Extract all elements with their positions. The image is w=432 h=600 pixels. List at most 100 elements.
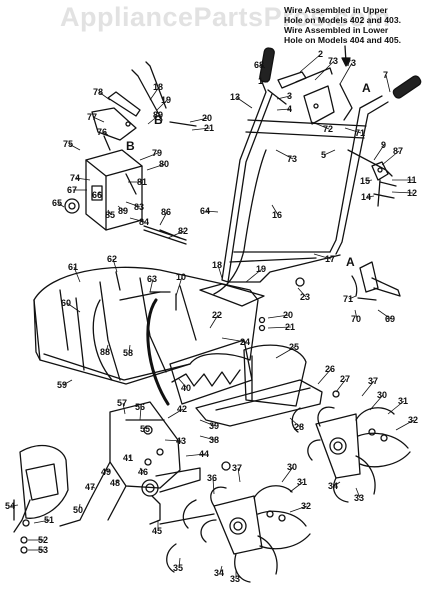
callout-leader-19 bbox=[245, 268, 263, 283]
callout-label-73: 73 bbox=[328, 56, 338, 66]
callout-label-44: 44 bbox=[199, 449, 209, 459]
callout-label-30: 30 bbox=[287, 462, 297, 472]
callout-label-11: 11 bbox=[407, 175, 417, 185]
watermark: AppliancePartsPros.com bbox=[60, 2, 391, 32]
callout-leader-86 bbox=[159, 211, 168, 226]
callout-leader-84 bbox=[129, 217, 146, 223]
detail-label-b-main: B bbox=[154, 113, 163, 127]
callout-label-30: 30 bbox=[377, 390, 387, 400]
detail-a-spring-bracket bbox=[351, 261, 401, 301]
callout-label-12: 12 bbox=[407, 188, 417, 198]
callout-leader-58 bbox=[128, 344, 131, 354]
callout-label-27: 27 bbox=[340, 374, 350, 384]
callout-label-74: 74 bbox=[70, 173, 80, 183]
control-lever bbox=[277, 67, 353, 125]
callout-leader-18 bbox=[217, 264, 223, 279]
callout-leader-42 bbox=[167, 408, 184, 419]
callout-label-56: 56 bbox=[135, 402, 145, 412]
left-tine-assembly bbox=[159, 485, 311, 583]
callout-leader-26 bbox=[317, 368, 332, 385]
callout-leader-35 bbox=[178, 557, 181, 569]
callout-leader-30 bbox=[281, 466, 294, 483]
callout-label-55: 55 bbox=[140, 424, 150, 434]
callout-leader-50 bbox=[78, 503, 81, 511]
callout-leader-37 bbox=[361, 380, 375, 397]
callout-label-17: 17 bbox=[325, 254, 335, 264]
tine-shield bbox=[33, 266, 259, 385]
callout-leader-20 bbox=[189, 117, 209, 123]
callout-leader-47 bbox=[90, 486, 96, 489]
callout-label-10: 10 bbox=[176, 272, 186, 282]
callout-label-19: 19 bbox=[256, 264, 266, 274]
callout-leader-73 bbox=[339, 62, 353, 85]
callout-leader-44 bbox=[185, 453, 206, 457]
callout-label-63: 63 bbox=[147, 274, 157, 284]
tine-shaft bbox=[149, 495, 161, 525]
callout-label-15: 15 bbox=[360, 176, 370, 186]
depth-bar bbox=[92, 298, 170, 406]
callout-label-73: 73 bbox=[346, 58, 356, 68]
callout-leader-31 bbox=[387, 400, 405, 415]
callout-label-20: 20 bbox=[283, 310, 293, 320]
fasteners bbox=[115, 181, 397, 471]
callout-leader-31 bbox=[289, 481, 304, 493]
callout-leader-18 bbox=[149, 86, 160, 101]
callout-leader-32 bbox=[289, 505, 308, 513]
callout-label-86: 86 bbox=[161, 207, 171, 217]
callout-leader-32 bbox=[395, 419, 415, 431]
callout-label-89: 89 bbox=[153, 110, 163, 120]
callout-leader-33 bbox=[355, 487, 361, 499]
callout-label-48: 48 bbox=[110, 478, 120, 488]
callout-label-79: 79 bbox=[152, 148, 162, 158]
callout-label-34: 34 bbox=[214, 568, 224, 578]
callout-leader-13 bbox=[235, 96, 253, 109]
callout-label-31: 31 bbox=[398, 396, 408, 406]
note-line-4: Hole on Models 404 and 405. bbox=[284, 35, 402, 45]
right-tine-assembly bbox=[291, 406, 411, 503]
side-shield bbox=[243, 344, 307, 407]
callout-leader-89 bbox=[147, 114, 160, 125]
callout-leader-21 bbox=[191, 127, 211, 131]
callout-label-67: 67 bbox=[67, 185, 77, 195]
callout-label-1: 1 bbox=[258, 76, 263, 86]
callout-leader-49 bbox=[106, 469, 111, 473]
callout-label-70: 70 bbox=[351, 314, 361, 324]
callout-leader-63 bbox=[149, 278, 154, 293]
handle-grip-right bbox=[392, 75, 422, 99]
callout-label-68: 68 bbox=[254, 60, 264, 70]
callout-label-18: 18 bbox=[153, 82, 163, 92]
clutch-bracket bbox=[371, 161, 389, 207]
callout-label-83: 83 bbox=[134, 202, 144, 212]
callout-leader-2 bbox=[299, 53, 322, 73]
callout-leader-3 bbox=[276, 95, 291, 100]
callout-leader-73 bbox=[275, 149, 294, 160]
callout-leader-43 bbox=[164, 439, 183, 442]
callout-label-24: 24 bbox=[240, 337, 250, 347]
callout-label-21: 21 bbox=[285, 322, 295, 332]
callout-leader-78 bbox=[98, 91, 111, 101]
callout-label-34: 34 bbox=[328, 481, 338, 491]
callout-label-21: 21 bbox=[204, 123, 214, 133]
callout-leader-21 bbox=[267, 326, 292, 329]
note-line-2: Hole on Models 402 and 403. bbox=[284, 15, 402, 25]
callout-leader-71 bbox=[348, 295, 357, 300]
callout-label-4: 4 bbox=[287, 104, 292, 114]
callout-label-84: 84 bbox=[139, 217, 149, 227]
callout-leader-51 bbox=[33, 519, 51, 524]
callout-leader-24 bbox=[221, 337, 247, 343]
handle-assembly bbox=[199, 81, 389, 307]
callout-leader-79 bbox=[139, 152, 159, 161]
callout-label-71: 71 bbox=[343, 294, 353, 304]
callout-label-60: 60 bbox=[61, 298, 71, 308]
callout-leader-38 bbox=[199, 435, 216, 441]
callout-leader-88 bbox=[105, 344, 109, 353]
callout-label-33: 33 bbox=[354, 493, 364, 503]
callout-label-57: 57 bbox=[117, 398, 127, 408]
callout-label-71: 71 bbox=[355, 128, 365, 138]
callout-leader-69 bbox=[377, 309, 392, 320]
callout-label-85: 85 bbox=[105, 210, 115, 220]
callout-label-3: 3 bbox=[287, 91, 292, 101]
callout-label-54: 54 bbox=[5, 501, 15, 511]
callout-label-75: 75 bbox=[63, 139, 73, 149]
